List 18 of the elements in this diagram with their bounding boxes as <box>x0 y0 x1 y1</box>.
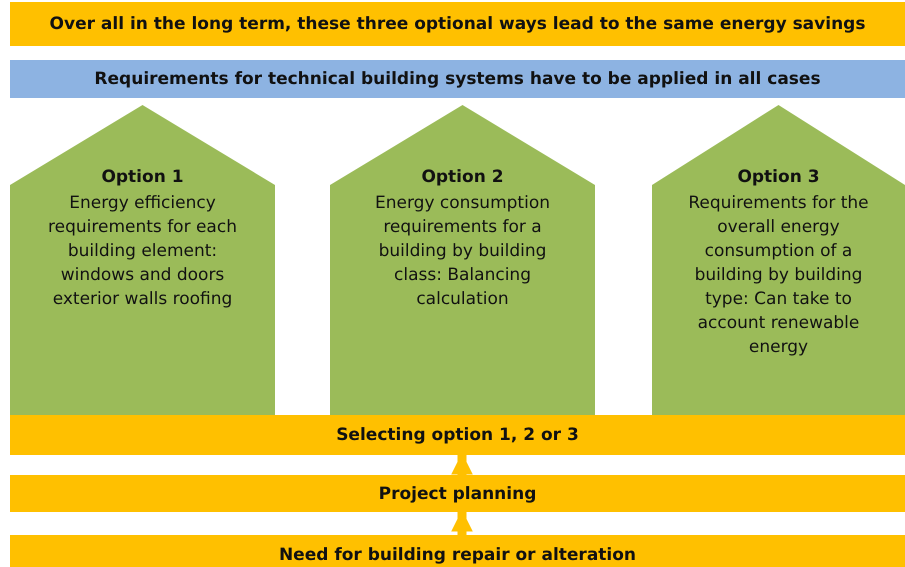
arrow <box>451 452 473 475</box>
step-band <box>10 415 905 455</box>
arrow <box>451 510 473 535</box>
option-description: Energy efficiency requirements for each building element: windows and doors exterior walls roofing <box>47 192 238 311</box>
option-heading: Option 3 <box>736 167 821 187</box>
band-label: Requirements for technical building systems have to be applied in all cases <box>94 69 821 89</box>
requirement-band <box>10 60 905 98</box>
step-band <box>10 535 905 567</box>
band-label: Over all in the long term, these three optional ways lead to the same energy savings <box>50 14 866 34</box>
band-label: Project planning <box>378 484 536 504</box>
option-description: Requirements for the overall energy consumption of a building by building type: Can take to account renewable energy <box>687 192 870 359</box>
option-heading: Option 2 <box>420 167 505 187</box>
band-label: Need for building repair or alteration <box>278 545 636 565</box>
band-label: Selecting option 1, 2 or 3 <box>336 425 579 445</box>
step-band <box>10 475 905 512</box>
option-heading: Option 1 <box>100 167 185 187</box>
heading-band <box>10 2 905 46</box>
option-description: Energy consumption requirements for a building by building class: Balancing calculation <box>374 192 551 311</box>
